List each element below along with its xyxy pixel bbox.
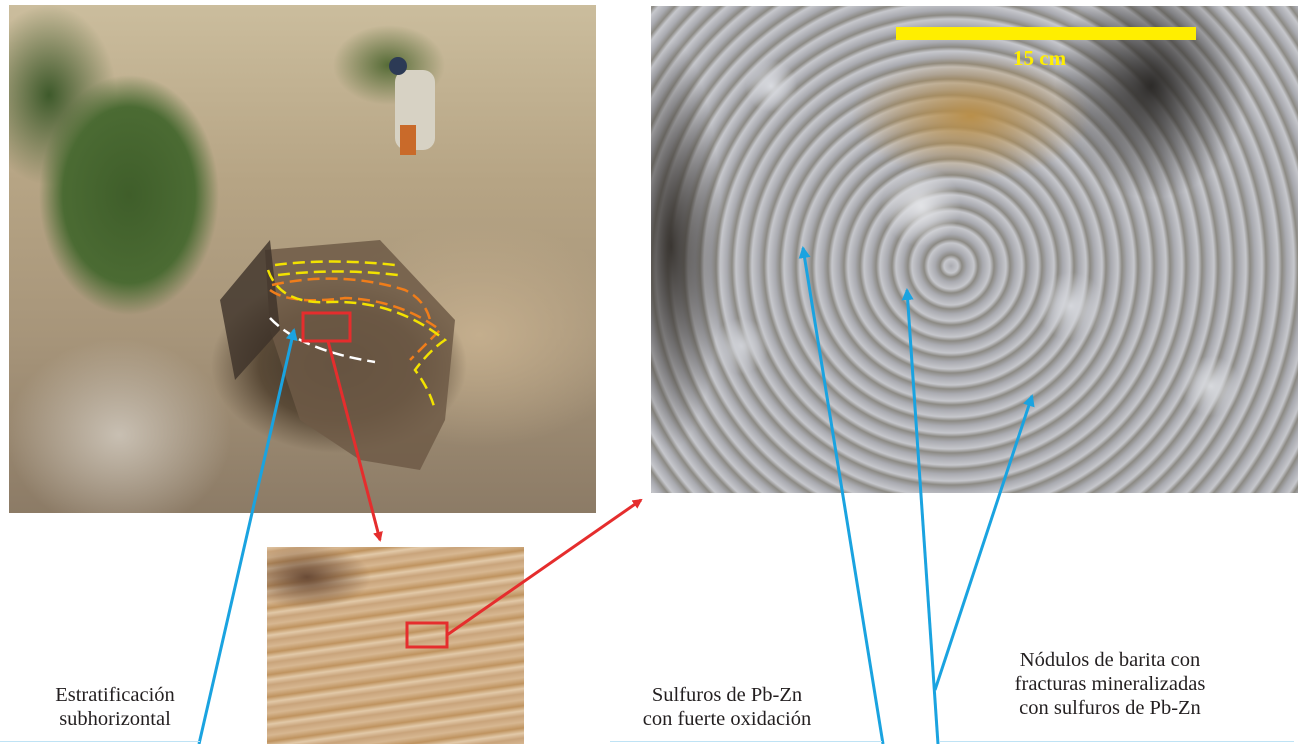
caption-line: Estratificación [55, 684, 175, 706]
scale-bar [896, 27, 1196, 40]
caption-baseline-left [0, 741, 200, 742]
scale-label: 15 cm [1013, 46, 1067, 70]
caption-line: con sulfuros de Pb-Zn [1019, 697, 1201, 719]
caption-baseline-right [940, 741, 1294, 742]
layered-rock-photo [267, 547, 524, 744]
caption-line: Nódulos de barita con [1019, 649, 1201, 671]
caption-nodules: Nódulos de barita con fracturas minerali… [945, 648, 1275, 720]
caption-line: con fuerte oxidación [642, 708, 812, 730]
barite-nodules-photo [651, 6, 1298, 493]
caption-line: subhorizontal [59, 708, 171, 730]
caption-sulfides: Sulfuros de Pb-Zn con fuerte oxidación [612, 683, 842, 731]
caption-line: fracturas mineralizadas [1014, 673, 1206, 695]
caption-baseline-middle [610, 741, 882, 742]
caption-stratification: Estratificación subhorizontal [21, 683, 209, 731]
outcrop-photo [9, 5, 596, 513]
caption-line: Sulfuros de Pb-Zn [651, 684, 803, 706]
